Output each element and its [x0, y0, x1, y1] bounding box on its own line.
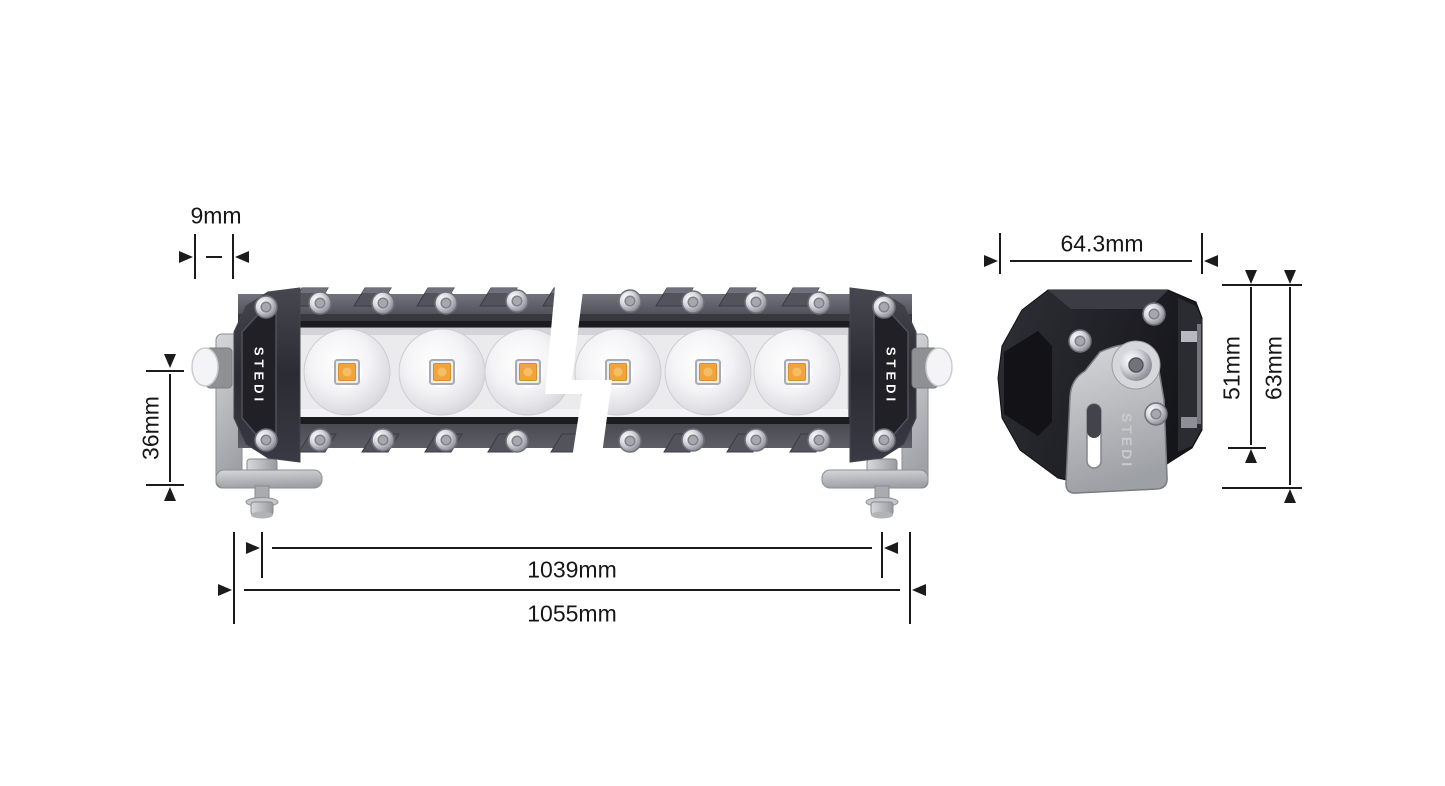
- led-lens-2: [398, 328, 486, 416]
- dim-mounting-centres: [246, 532, 898, 578]
- bracket-foot-left: [215, 469, 323, 519]
- dim-label-bracket-gap: 9mm: [190, 202, 242, 229]
- dim-label-mounting-centres: 1039mm: [527, 556, 617, 583]
- side-lens-hood: [1004, 331, 1052, 436]
- dim-heights: [1222, 270, 1302, 503]
- side-knob-left: [191, 347, 233, 389]
- side-knob-right: [911, 347, 953, 389]
- led-lens-6: [753, 328, 841, 416]
- dim-label-overall-length: 1055mm: [527, 600, 617, 627]
- led-lens-5: [664, 328, 752, 416]
- brand-logo-right-cap: STEDI: [883, 346, 899, 406]
- end-cap-left: [233, 287, 301, 463]
- dim-bracket-gap: [179, 234, 249, 279]
- bracket-screw: [1144, 402, 1168, 426]
- side-profile-view: [997, 289, 1203, 494]
- dim-label-body-height: 51mm: [1218, 336, 1245, 400]
- dim-label-bracket-height: 36mm: [137, 396, 164, 460]
- dim-body-depth: [984, 233, 1218, 274]
- led-lens-1: [303, 328, 391, 416]
- dim-label-body-depth: 64.3mm: [1060, 230, 1144, 257]
- brand-logo-side-bracket: STEDI: [1119, 412, 1135, 470]
- bracket-pivot-bolt: [1111, 340, 1161, 390]
- brand-logo-left-cap: STEDI: [251, 346, 267, 406]
- bracket-foot-right: [821, 469, 929, 519]
- break-mark: [545, 266, 612, 484]
- dim-overall-length: [218, 532, 926, 624]
- dim-bracket-height: [146, 354, 184, 501]
- dimension-lines: [146, 233, 1302, 624]
- light-bar-front-view: [191, 266, 953, 519]
- dim-label-overall-height: 63mm: [1260, 336, 1287, 400]
- end-cap-right: [849, 287, 917, 463]
